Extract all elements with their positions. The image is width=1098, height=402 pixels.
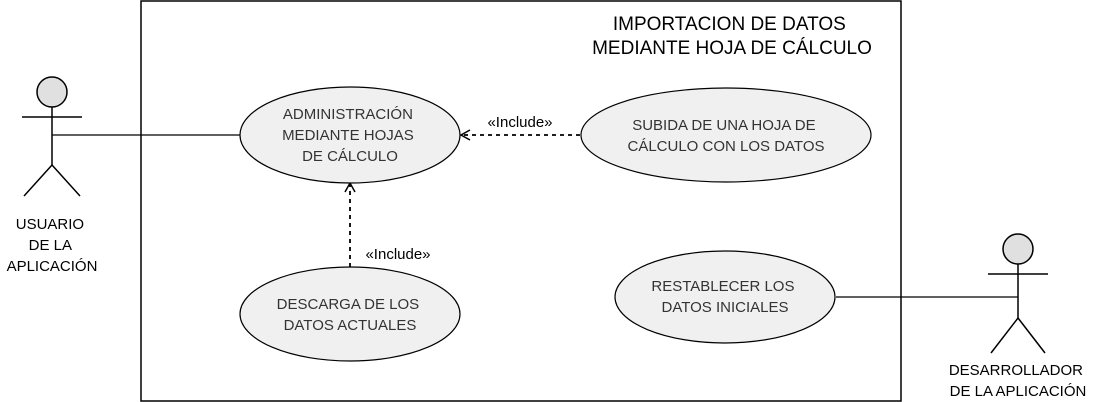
include-label-upload: «Include»: [487, 114, 552, 131]
include-label-download: «Include»: [365, 246, 430, 263]
actor-user-head: [36, 76, 68, 108]
svg-text:SUBIDA DE UNA HOJA DE CÁ: SUBIDA DE UNA HOJA DE CÁLCULO CON LOS DA…: [628, 117, 825, 155]
actor-developer-label: DESARROLLADOR DE LA APLICACIÓN: [949, 362, 1087, 400]
system-boundary: [140, 0, 902, 402]
actor-user[interactable]: [22, 76, 82, 197]
use-case-reset[interactable]: RESTABLECER LOS DATOS INICIALES: [614, 250, 836, 344]
use-case-download[interactable]: DESCARGA DE LOS DATOS ACTUALES: [239, 266, 461, 362]
boundary-title: IMPORTACION DE DATOS MEDIANTE HOJA DE CÁ…: [592, 14, 872, 59]
svg-text:RESTABLECER LOS DATOS IN: RESTABLECER LOS DATOS INICIALES: [651, 278, 798, 316]
use-case-upload[interactable]: SUBIDA DE UNA HOJA DE CÁLCULO CON LOS DA…: [580, 87, 872, 183]
actor-developer[interactable]: [988, 233, 1048, 354]
actor-user-label: USUARIO DE LA APLICACIÓN: [7, 216, 98, 275]
svg-text:ADMINISTRACIÓN MEDIANTE: ADMINISTRACIÓN MEDIANTE HOJAS DE CÁLCULO: [282, 106, 418, 165]
actor-developer-head: [1002, 233, 1034, 265]
svg-text:DESCARGA DE LOS DATOS AC: DESCARGA DE LOS DATOS ACTUALES: [277, 296, 424, 334]
use-case-admin[interactable]: ADMINISTRACIÓN MEDIANTE HOJAS DE CÁLCULO: [239, 86, 461, 184]
